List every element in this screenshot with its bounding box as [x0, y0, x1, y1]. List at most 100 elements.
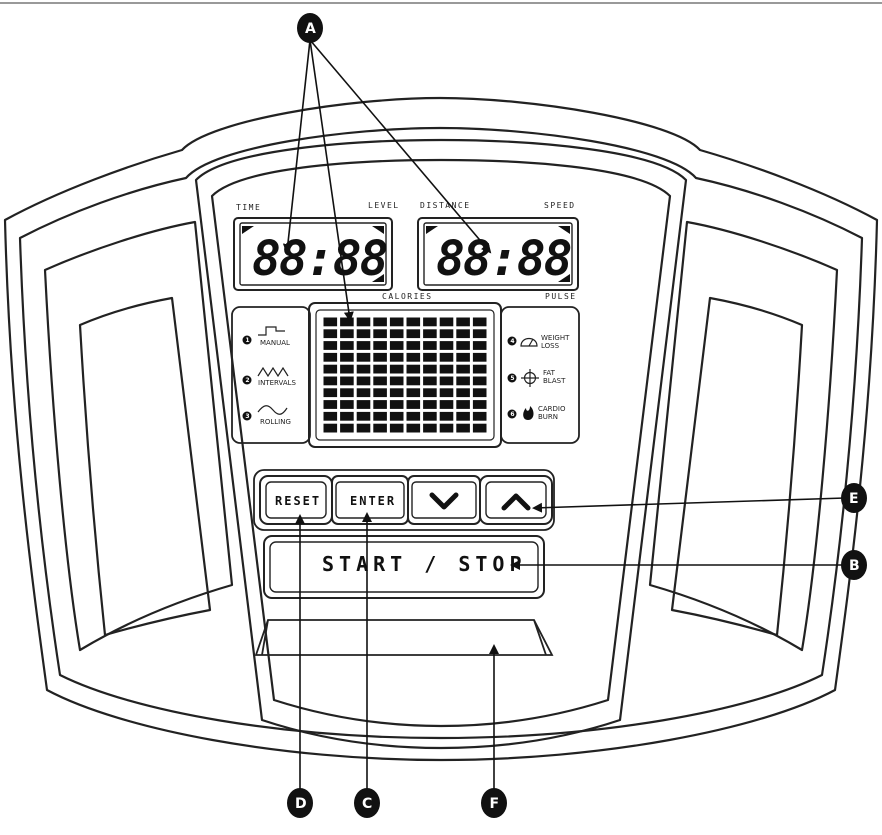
matrix-cell	[439, 317, 454, 327]
matrix-cell	[439, 423, 454, 433]
matrix-cell	[323, 423, 338, 433]
matrix-cell	[406, 388, 421, 398]
up-button[interactable]	[479, 475, 553, 525]
callout-badge-f: F	[481, 788, 507, 818]
matrix-cell	[406, 400, 421, 409]
program-label: MANUAL	[260, 339, 290, 347]
callout-letter: A	[305, 21, 316, 37]
program-number-badge	[507, 409, 517, 419]
manual-profile-icon	[258, 326, 285, 336]
matrix-cell	[406, 364, 421, 374]
callout-lines	[282, 39, 846, 790]
button-row-frame	[253, 469, 555, 531]
label-pulse: PULSE	[545, 292, 577, 301]
dot-matrix-display	[308, 302, 502, 448]
down-button[interactable]	[407, 475, 481, 525]
callout-line-a3	[309, 39, 492, 254]
enter-button[interactable]: ENTER	[331, 475, 409, 525]
matrix-cell	[323, 341, 338, 350]
matrix-cell	[373, 423, 387, 433]
matrix-cell	[323, 352, 338, 362]
programs-left-panel: 1 MANUAL 2 INTERVALS 3 ROLLING	[231, 306, 311, 444]
callout-letter: B	[849, 558, 860, 574]
matrix-cell	[389, 317, 404, 327]
matrix-cell	[389, 341, 404, 350]
matrix-cell	[439, 364, 454, 374]
matrix-cell	[439, 411, 454, 421]
callout-badge-c: C	[354, 788, 380, 818]
matrix-cell	[472, 376, 487, 386]
callout-letter: E	[849, 491, 859, 507]
matrix-cell	[472, 329, 487, 339]
matrix-cell	[423, 364, 437, 374]
matrix-cell	[373, 400, 387, 409]
intervals-profile-icon	[257, 366, 289, 378]
matrix-cell	[389, 376, 404, 386]
program-number: 1	[245, 337, 249, 344]
program-number: 5	[510, 375, 514, 382]
program-label-line1: FAT	[543, 369, 556, 377]
program-number-badge	[242, 411, 252, 421]
matrix-cell	[423, 400, 437, 409]
callout-badge-b: B	[841, 550, 867, 580]
matrix-cell	[340, 364, 354, 374]
callout-line-e	[532, 497, 846, 513]
matrix-cell	[406, 329, 421, 339]
chevron-down-icon	[429, 492, 459, 510]
matrix-cell	[389, 329, 404, 339]
matrix-cell	[472, 411, 487, 421]
matrix-cell	[389, 388, 404, 398]
matrix-cell	[356, 388, 371, 398]
label-distance: DISTANCE	[420, 201, 471, 210]
matrix-cell	[472, 400, 487, 409]
matrix-cell	[373, 376, 387, 386]
program-number-badge	[507, 336, 517, 346]
label-level: LEVEL	[368, 201, 400, 210]
start-stop-button[interactable]: START / STOP	[263, 535, 545, 599]
matrix-cell	[423, 341, 437, 350]
reset-button[interactable]: RESET	[259, 475, 333, 525]
indicator-triangle-icon	[426, 226, 438, 234]
matrix-cell	[423, 411, 437, 421]
label-calories: CALORIES	[382, 292, 433, 301]
console-housing	[3, 96, 879, 762]
program-label: INTERVALS	[258, 379, 297, 387]
matrix-cell	[472, 388, 487, 398]
callout-badge-e: E	[841, 483, 867, 513]
matrix-cell	[423, 388, 437, 398]
matrix-cell	[439, 329, 454, 339]
matrix-cell	[340, 388, 354, 398]
program-label: ROLLING	[260, 418, 291, 426]
matrix-cell	[439, 376, 454, 386]
matrix-cell	[356, 341, 371, 350]
matrix-cell	[340, 317, 354, 327]
matrix-cell	[356, 364, 371, 374]
matrix-cell	[423, 352, 437, 362]
program-label-line2: LOSS	[541, 342, 560, 350]
matrix-cell	[340, 341, 354, 350]
matrix-cell	[340, 352, 354, 362]
matrix-cell	[373, 388, 387, 398]
flame-icon	[523, 406, 534, 420]
matrix-cell	[456, 341, 470, 350]
matrix-cell	[406, 341, 421, 350]
matrix-cell	[389, 352, 404, 362]
callout-letter: C	[362, 796, 372, 812]
matrix-cell	[406, 376, 421, 386]
matrix-cell	[456, 364, 470, 374]
matrix-cell	[456, 423, 470, 433]
program-label-line2: BURN	[538, 413, 558, 421]
program-number-badge	[242, 335, 252, 345]
matrix-cell	[439, 400, 454, 409]
matrix-cell	[373, 341, 387, 350]
callout-badge-d: D	[287, 788, 313, 818]
matrix-cell	[406, 423, 421, 433]
matrix-cell	[340, 400, 354, 409]
matrix-cell	[423, 317, 437, 327]
matrix-cell	[323, 388, 338, 398]
label-speed: SPEED	[544, 201, 576, 210]
matrix-cell	[406, 411, 421, 421]
matrix-cell	[456, 411, 470, 421]
matrix-cell	[389, 411, 404, 421]
matrix-cell	[456, 376, 470, 386]
